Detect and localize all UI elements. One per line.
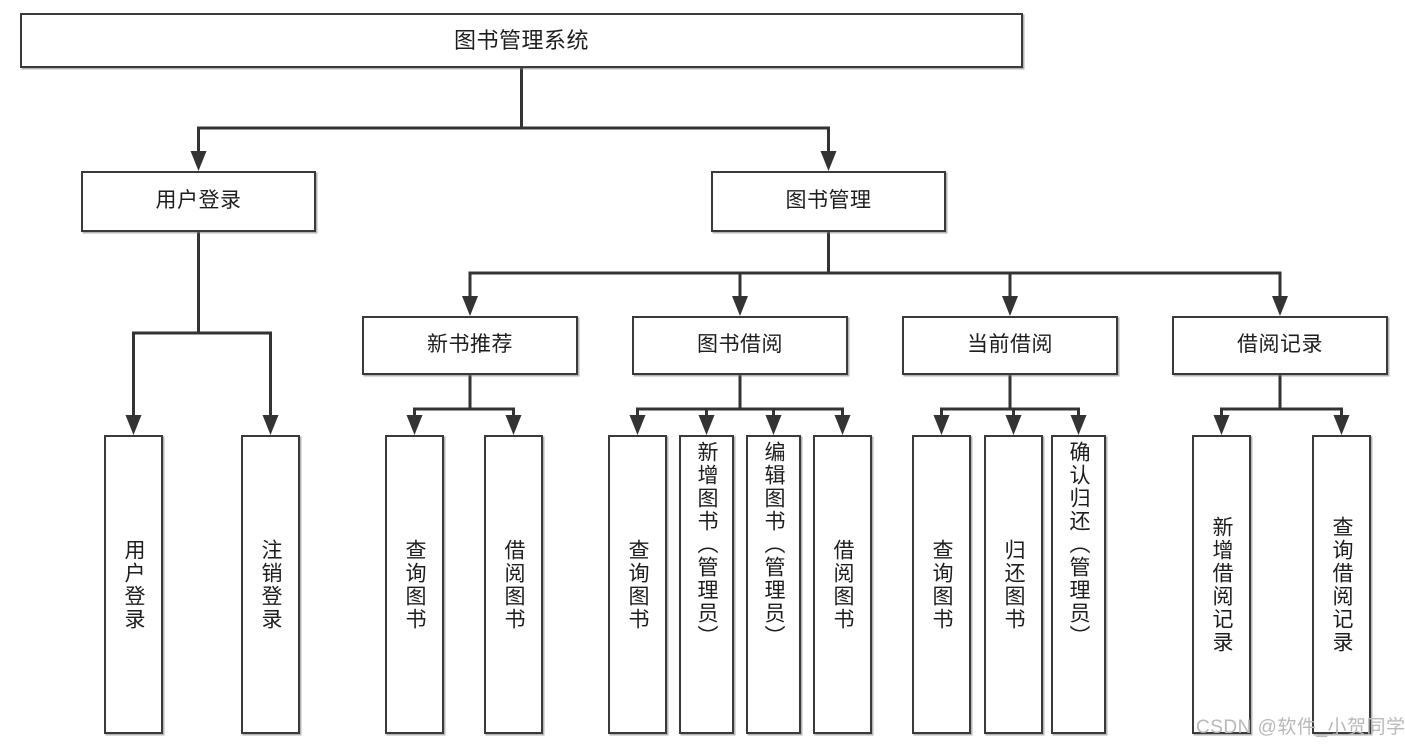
- node-label-current-borrow: 当前借阅: [967, 333, 1053, 357]
- node-leaf-query-book-2: 查询图书: [608, 435, 667, 734]
- arrowhead-leaf-return-book: [1005, 415, 1022, 435]
- arrowhead-leaf-borrow-book-2: [834, 415, 851, 435]
- node-leaf-query-record: 查询借阅记录: [1312, 435, 1371, 734]
- node-leaf-borrow-book-2: 借阅图书: [813, 435, 872, 734]
- node-book-manage: 图书管理: [711, 171, 946, 232]
- node-new-book-rec: 新书推荐: [362, 316, 578, 375]
- node-leaf-user-logout: 注销登录: [241, 435, 300, 734]
- node-label-new-book-rec: 新书推荐: [427, 333, 513, 357]
- node-label-book-manage: 图书管理: [785, 189, 872, 213]
- node-label-leaf-confirm-return: 确认归还（管理员）: [1067, 441, 1090, 648]
- node-book-borrow: 图书借阅: [632, 316, 848, 375]
- arrowhead-new-book-rec: [462, 296, 478, 316]
- node-label-leaf-borrow-book-2: 借阅图书: [831, 538, 854, 631]
- node-leaf-user-login: 用户登录: [104, 435, 163, 734]
- arrowhead-current-borrow: [1002, 296, 1018, 316]
- node-leaf-add-book: 新增图书（管理员）: [679, 435, 734, 734]
- node-label-root: 图书管理系统: [453, 27, 589, 53]
- arrowhead-book-manage: [820, 151, 837, 171]
- arrowhead-leaf-user-logout: [262, 415, 279, 435]
- node-label-leaf-user-login: 用户登录: [122, 538, 145, 631]
- arrowhead-leaf-user-login: [125, 415, 142, 435]
- arrowhead-borrow-record: [1272, 296, 1288, 316]
- csdn-watermark: CSDN @软件_小贺同学: [1196, 717, 1405, 738]
- node-label-leaf-query-book-2: 查询图书: [626, 538, 649, 631]
- arrowhead-book-borrow: [732, 296, 748, 316]
- arrowhead-leaf-query-book-3: [933, 415, 950, 435]
- node-leaf-add-record: 新增借阅记录: [1192, 435, 1251, 734]
- arrowhead-leaf-edit-book: [765, 415, 782, 435]
- node-leaf-borrow-book-1: 借阅图书: [484, 435, 543, 734]
- arrowhead-leaf-add-book: [698, 415, 715, 435]
- node-label-leaf-add-record: 新增借阅记录: [1210, 515, 1233, 654]
- node-borrow-record: 借阅记录: [1172, 316, 1388, 375]
- node-label-book-borrow: 图书借阅: [697, 333, 783, 357]
- node-leaf-confirm-return: 确认归还（管理员）: [1051, 435, 1106, 734]
- node-label-leaf-borrow-book-1: 借阅图书: [502, 538, 525, 631]
- node-label-user-login: 用户登录: [155, 189, 242, 213]
- node-label-leaf-return-book: 归还图书: [1002, 538, 1025, 631]
- node-user-login: 用户登录: [81, 171, 316, 232]
- node-label-leaf-query-record: 查询借阅记录: [1330, 515, 1353, 654]
- node-label-leaf-edit-book: 编辑图书（管理员）: [762, 441, 785, 648]
- node-label-leaf-user-logout: 注销登录: [259, 538, 282, 631]
- arrowhead-leaf-query-book-1: [406, 415, 423, 435]
- node-leaf-return-book: 归还图书: [984, 435, 1043, 734]
- arrowhead-leaf-query-book-2: [629, 415, 646, 435]
- node-label-borrow-record: 借阅记录: [1237, 333, 1323, 357]
- node-leaf-query-book-1: 查询图书: [385, 435, 444, 734]
- node-leaf-edit-book: 编辑图书（管理员）: [746, 435, 801, 734]
- arrowhead-leaf-add-record: [1213, 415, 1230, 435]
- node-label-leaf-query-book-1: 查询图书: [403, 538, 426, 631]
- arrowhead-leaf-confirm-return: [1070, 415, 1087, 435]
- arrowhead-leaf-borrow-book-1: [505, 415, 522, 435]
- node-label-leaf-query-book-3: 查询图书: [930, 538, 953, 631]
- node-leaf-query-book-3: 查询图书: [912, 435, 971, 734]
- node-root: 图书管理系统: [20, 13, 1023, 68]
- arrowhead-user-login: [190, 151, 207, 171]
- node-current-borrow: 当前借阅: [902, 316, 1118, 375]
- node-label-leaf-add-book: 新增图书（管理员）: [695, 441, 718, 648]
- arrowhead-leaf-query-record: [1333, 415, 1350, 435]
